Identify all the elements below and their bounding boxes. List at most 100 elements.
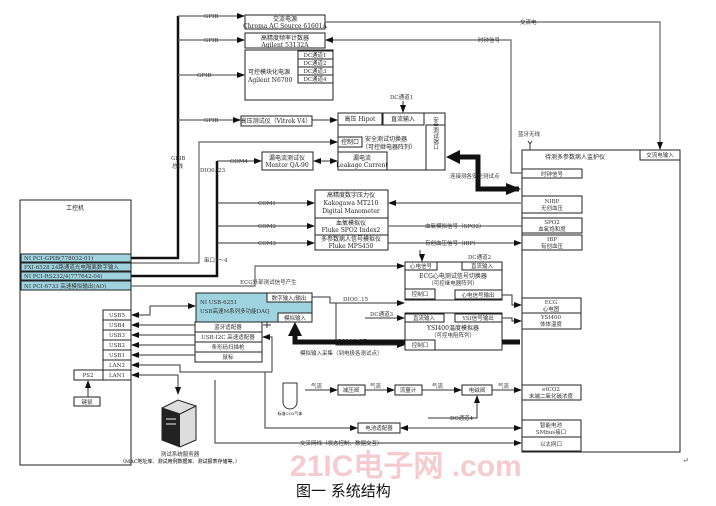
instruments-spo2_sim-0-text: 血氧模拟仪 — [336, 219, 366, 227]
monitor-ysi-1-text: 体体温度 — [540, 320, 563, 328]
monitor-clock-text: 时钟信号 — [541, 170, 564, 178]
pc-cards-1-text: PXI-6528 24路通道光电隔离数字输入 — [24, 263, 119, 271]
daq-bt-text: 蓝牙适配器 — [214, 323, 242, 331]
keyboard-mouse: 键鼠 — [73, 396, 101, 407]
pc-ports-0-text: USB5 — [109, 313, 125, 319]
ysi-dc_in-text: 直流输入 — [413, 314, 436, 322]
cross-cable-label: 交叉网线（状态控制、数据交互） — [300, 439, 383, 447]
instruments-manometer-1-text: Kakogawa MT210 — [324, 200, 379, 207]
monitor-title-text: 待测多参数病人监护仪 — [545, 153, 605, 161]
labels-dio0_15-text: DIO0..15 — [343, 297, 369, 303]
instruments-hipot_tester-text: 高压测试仪（Vitrek V4） — [241, 117, 312, 125]
dc-channel-3-label: DC通道3 — [370, 310, 394, 318]
ecg-switcher: 心电信号 直流输入 ECG心电测试信号切换器 （可控继电器阵列） 控制口 心电信… — [404, 261, 503, 301]
pc-ports-2-text: USB3 — [109, 333, 125, 339]
ysi-title-text: YSI400温度模拟器 — [426, 324, 479, 332]
server-desc: （MAC地址库、测试用例数据库、测试报表存储等。） — [120, 458, 240, 465]
instruments-leak_tester-0-text: 漏电流测试仪 — [269, 154, 305, 162]
safety-leak-1-text: Leakage Current — [336, 162, 388, 169]
paragraph-mark: ↵ — [682, 456, 689, 465]
pc-ports-5-text: LAN2 — [109, 363, 125, 369]
pc-ports-1-text: USB4 — [109, 323, 125, 329]
pc-ports-6-text: LAN1 — [109, 373, 125, 379]
labels-airflow-text: 气流 — [498, 382, 510, 390]
clock-label: 时钟信号 — [478, 36, 501, 44]
monitor-spo2-0-text: SPO2 — [544, 220, 559, 226]
ni-usb-6251-daq: NI USB-6251 USB高速M系列多功能DAQ 数字输入/输出 模拟输入 … — [194, 292, 313, 363]
server-name: 测试系统服务器 — [161, 450, 200, 458]
daq-name-text: NI USB-6251 — [200, 300, 237, 306]
bluetooth-antenna-icon — [527, 140, 533, 150]
ecg-dc_in-text: 直流输入 — [471, 262, 494, 270]
monitor-ibp-1-text: 有创血压 — [541, 242, 564, 250]
dc-channel-1-label: DC通道1 — [390, 93, 413, 101]
watermark: 21IC电子网 .com — [290, 450, 522, 483]
safety-test-switcher: 高压 Hipot 直流输入 安全测试端口 控制口 安全测试切换器 （可控继电器阵… — [336, 112, 446, 171]
instruments-ac_source-0-text: 交流电源 — [273, 15, 297, 23]
gpib-bus-label: GPIB — [171, 156, 185, 162]
ecg-ext-label: ECG外部测试信号产生 — [240, 278, 297, 286]
monitor-battery-0-text: 智能电池 — [540, 421, 563, 429]
safety-subtitle-text: （可控继电器阵列） — [362, 143, 416, 151]
monitor-etco2-0-text: etCO2 — [542, 387, 560, 393]
instruments-patient_sim-1-text: Fluke MPS450 — [329, 243, 374, 250]
gas-battery_adapter-text: 电池适配器 — [365, 424, 393, 432]
dc-channel-2-label: DC通道2 — [468, 253, 491, 261]
ysi-subtitle-text: （可控电阻阵列） — [431, 331, 475, 339]
monitor-etco2-1-text: 末端二氧化碳浓度 — [529, 392, 574, 400]
monitor-ibp-0-text: IBP — [547, 237, 557, 243]
safety-leak-0-text: 漏电流 — [353, 154, 371, 162]
instruments-manometer-0-text: 高精度数字压力仪 — [327, 191, 375, 199]
digital-manometer: 高精度数字压力仪 Kakogawa MT210 Digital Manomete… — [314, 189, 389, 219]
pc-cards-2-text: NI PCI-RS232/4(777642-04) — [24, 273, 103, 280]
ac-source: 交流电源 Chroma AC Source 61601A — [243, 14, 327, 30]
co2-cylinder: 标准CO2气体 — [278, 382, 303, 416]
safety-port-text: 安全测试端口 — [432, 115, 439, 151]
gpib-bus-label: 总线 — [172, 162, 184, 170]
instruments-dc_channels-2-text: DC通道3 — [303, 67, 327, 75]
monitor-nibp-0-text: NIBP — [545, 199, 560, 205]
instruments-dc_channels-1-text: DC通道2 — [303, 59, 326, 67]
pc-ps2-text: PS2 — [83, 373, 94, 379]
monitor-ecg-0-text: ECG — [545, 300, 558, 306]
frequency-counter: 高精度频率计数器 Agilent 53132A — [244, 32, 326, 49]
labels-com4-text: COM4 — [230, 159, 248, 165]
daq-barcode-text: 条形码扫描枪 — [211, 343, 245, 351]
dio0-23-label: DIO0..23 — [200, 168, 226, 174]
pc-keyboard-text: 键鼠 — [81, 398, 93, 406]
labels-airflow-text: 气流 — [432, 382, 444, 390]
ecg-out-text: 心电信号输出 — [461, 291, 494, 299]
bluetooth-antenna-icon — [263, 322, 271, 328]
monitor-ysi-0-text: YSI400 — [540, 315, 562, 321]
instruments-dc_channels-0-text: DC通道1 — [303, 51, 326, 59]
instruments-leak_tester-1-text: Mentor QA-90 — [265, 162, 308, 169]
ecg-title-text: ECG心电测试信号切换器 — [419, 272, 487, 280]
daq-i2c-text: USB-I2C 高速适配器 — [201, 333, 255, 341]
gpib-label: GPIB — [197, 73, 211, 79]
gas-cylinder-text: 标准CO2气体 — [278, 410, 303, 416]
server-icon — [161, 399, 197, 448]
ysi400-simulator: 直流输入 YSI信号输出 YSI400温度模拟器 （可控电阻阵列） 控制口 — [404, 312, 503, 351]
ibp-signal-label: 有创血压信号（IBP） — [425, 239, 479, 247]
instruments-ac_source-1-text: Chroma AC Source 61601A — [243, 23, 327, 30]
monitor-battery-1-text: SMbus接口 — [536, 428, 566, 436]
monitor-spo2-1-text: 血氧饱和度 — [538, 225, 566, 233]
figure-caption: 图一 系统结构 — [296, 482, 391, 500]
safety-link-label: 连接测各安全测试点 — [450, 172, 500, 180]
gpib-label: GPIB — [204, 14, 218, 20]
instruments-patient_sim-0-text: 多参数病人信号模拟仪 — [321, 235, 381, 243]
hipot-tester: 高压测试仪（Vitrek V4） — [240, 115, 313, 127]
pc-ports-3-text: USB2 — [109, 343, 125, 349]
monitor-eth-text: 以太网口 — [540, 440, 562, 448]
monitor-nibp-1-text: 无创血压 — [541, 204, 564, 212]
industrial-pc: 工控机 NI PCI-GPIB(778032-01) PXI-6528 24路通… — [19, 199, 132, 466]
labels-com3-text: COM3 — [258, 241, 276, 247]
daq-mouse-text: 鼠标 — [222, 353, 234, 361]
spo2-simulator: 血氧模拟仪 Fluke SPO2 Index2 — [314, 217, 389, 236]
ysi-out-text: YSI信号输出 — [461, 314, 494, 322]
safety-title-text: 安全测试切换器 — [365, 135, 407, 143]
gas-flowmeter-text: 流量计 — [400, 386, 417, 394]
ecg-ctrl-text: 控制口 — [412, 290, 429, 298]
daq-desc-text: USB高速M系列多功能DAQ — [200, 307, 270, 315]
